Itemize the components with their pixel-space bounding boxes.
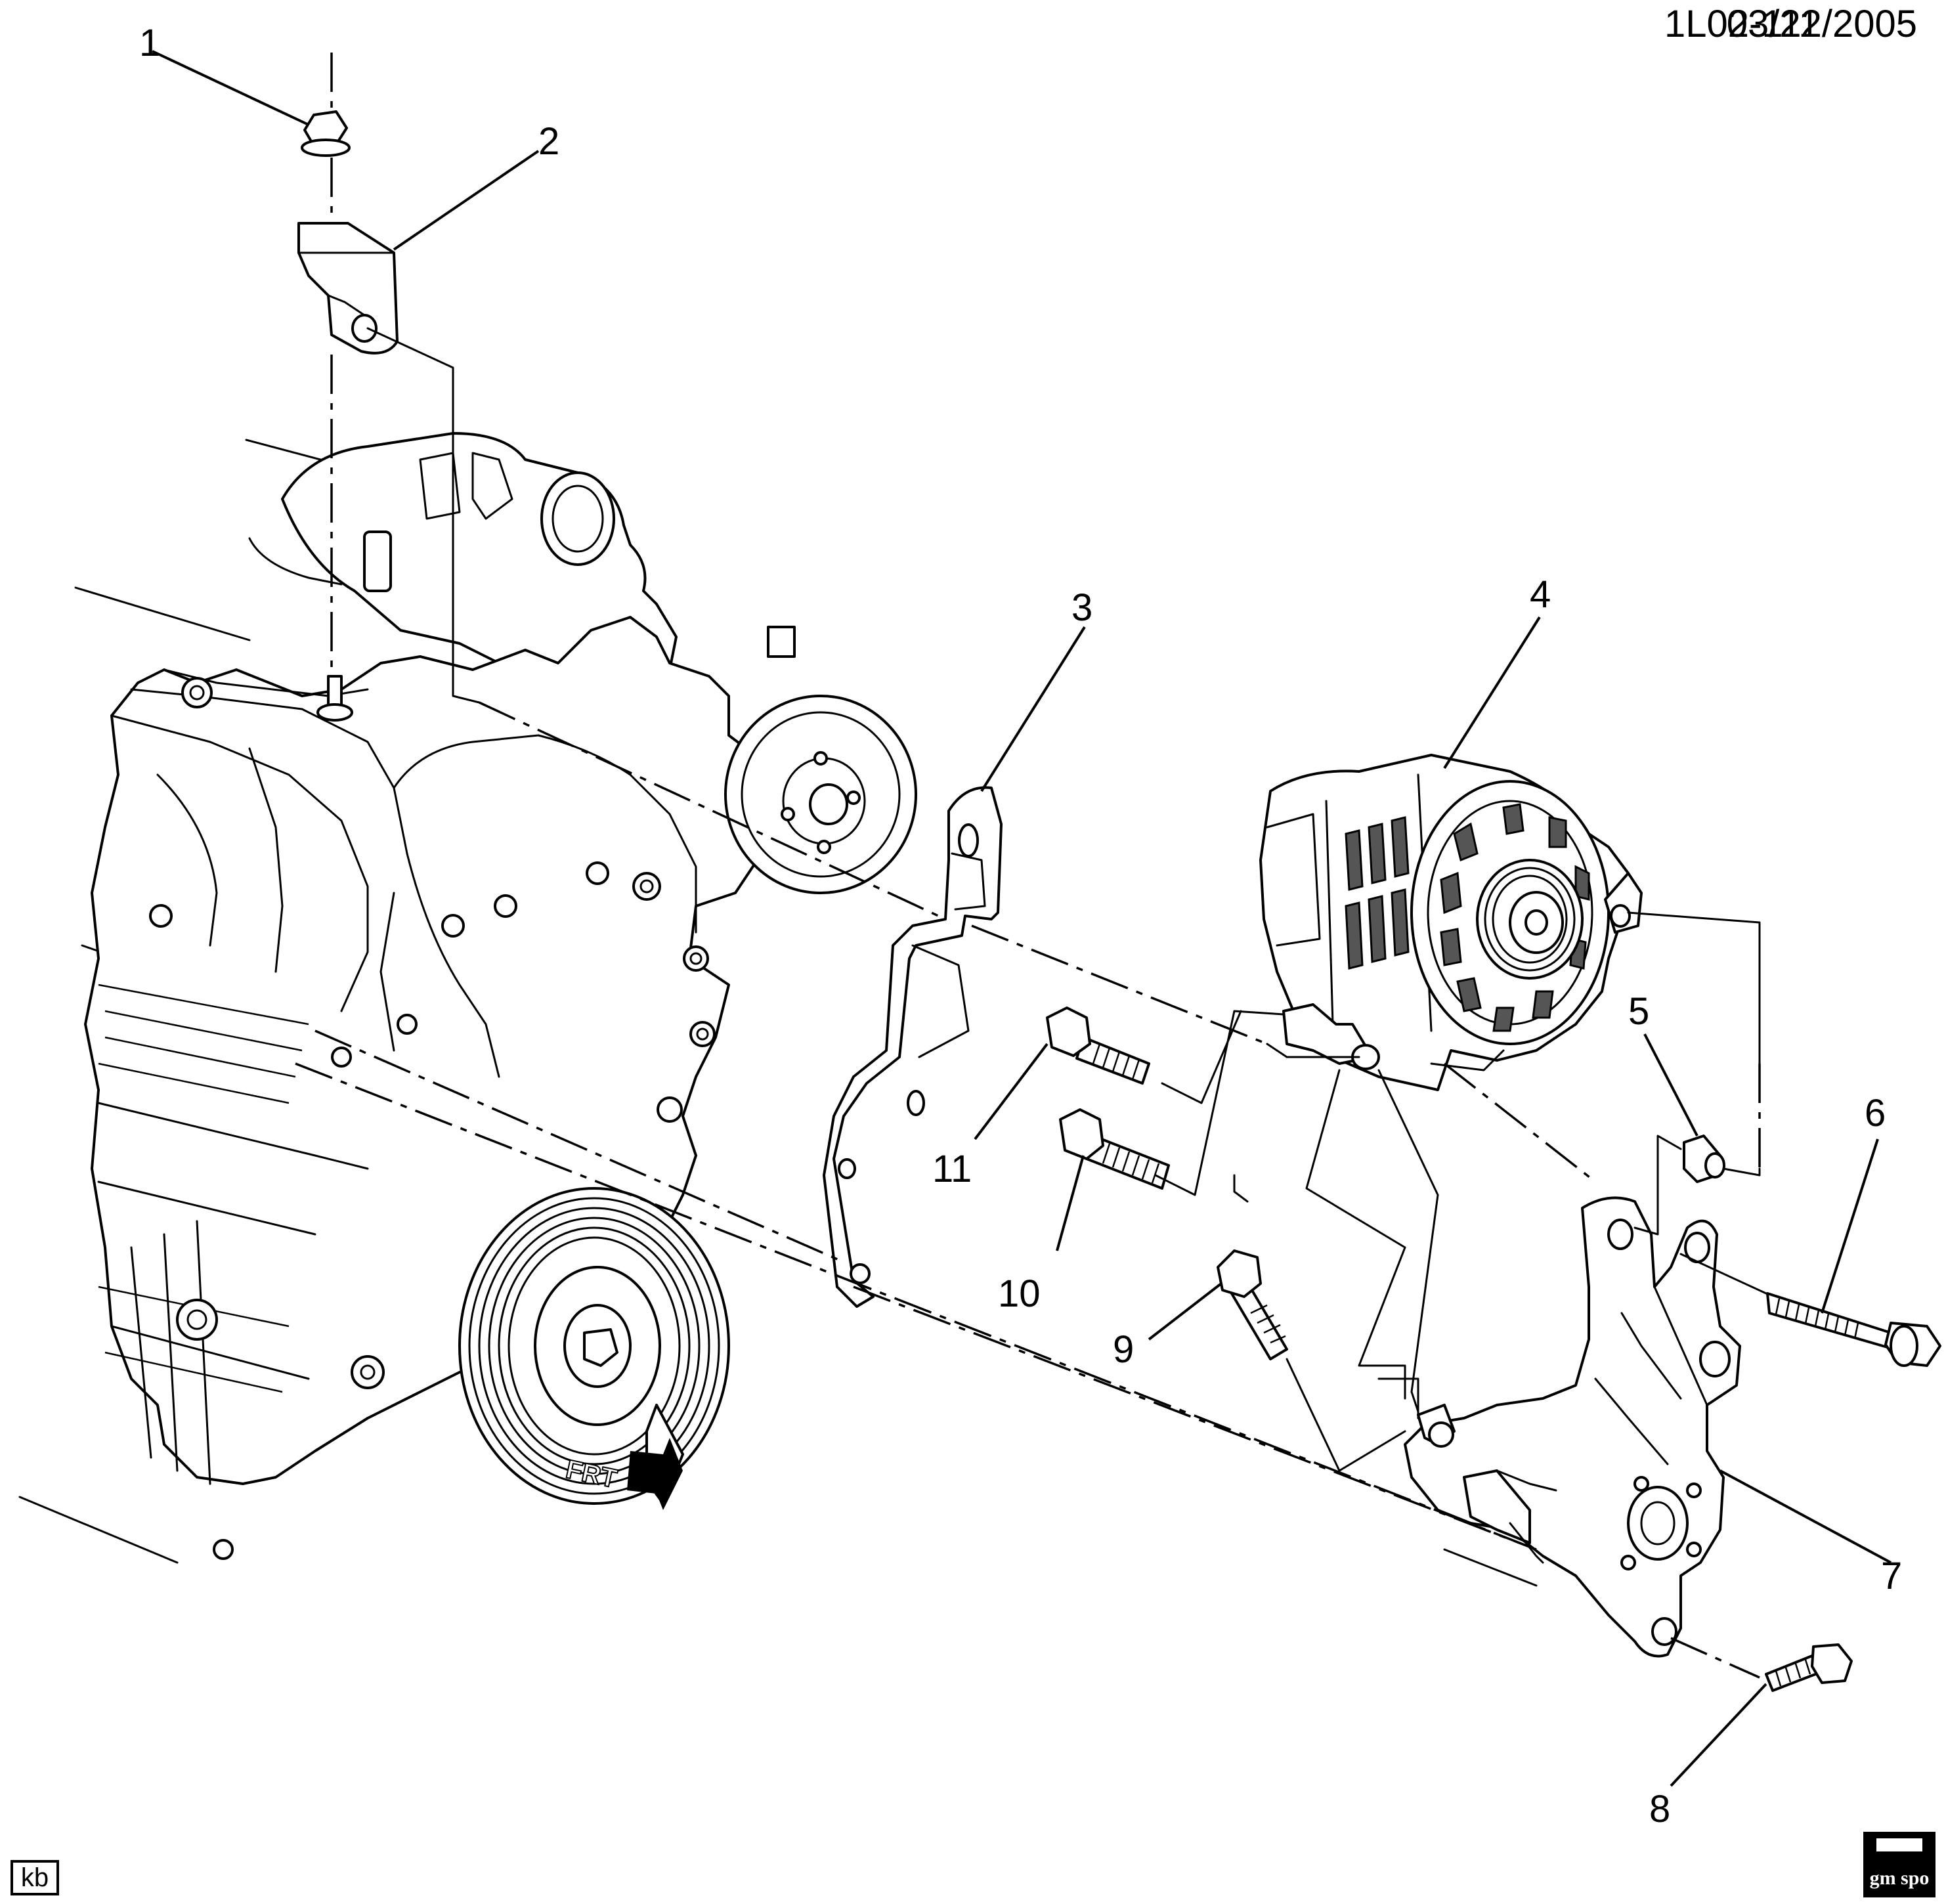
part-7-mount-bracket <box>1377 1196 1741 1658</box>
callout-4: 4 <box>1530 573 1551 616</box>
callout-10: 10 <box>998 1272 1041 1315</box>
gm-spo-logo: gm spo <box>1863 1832 1935 1897</box>
part-6-long-bolt <box>1766 1292 1941 1367</box>
callout-5: 5 <box>1628 990 1649 1033</box>
callout-6: 6 <box>1865 1092 1886 1135</box>
drawing-date: 03/22/2005 <box>1727 3 1917 45</box>
engine-assembly <box>18 432 917 1564</box>
logo-text: gm spo <box>1870 1867 1930 1889</box>
callout-1: 1 <box>139 22 160 64</box>
part-11-bolt <box>1046 1006 1150 1085</box>
part-3-alternator-bracket <box>823 786 1003 1308</box>
part-9-bolt <box>1217 1249 1288 1360</box>
drawing-id: 1L02-111 <box>1664 3 1820 45</box>
callout-9: 9 <box>1113 1328 1134 1371</box>
callout-7: 7 <box>1881 1555 1902 1597</box>
callout-labels: 1 2 3 4 5 6 7 8 9 10 11 <box>139 22 1902 1830</box>
callout-leaders <box>152 50 1892 1787</box>
callout-3: 3 <box>1071 586 1092 629</box>
callout-2: 2 <box>538 120 559 163</box>
part-5-sleeve <box>1683 1135 1725 1183</box>
part-10-bolt <box>1059 1108 1170 1190</box>
part-1-nut <box>301 110 351 157</box>
footer-initials-box: kb <box>11 1860 59 1895</box>
part-2-bracket <box>297 222 399 355</box>
callout-11: 11 <box>932 1148 972 1190</box>
callout-8: 8 <box>1649 1788 1670 1830</box>
initials-text: kb <box>21 1863 49 1892</box>
alignment-lines <box>295 53 1767 1679</box>
part-8-bolt <box>1765 1643 1853 1692</box>
part-4-alternator <box>1259 754 1643 1091</box>
